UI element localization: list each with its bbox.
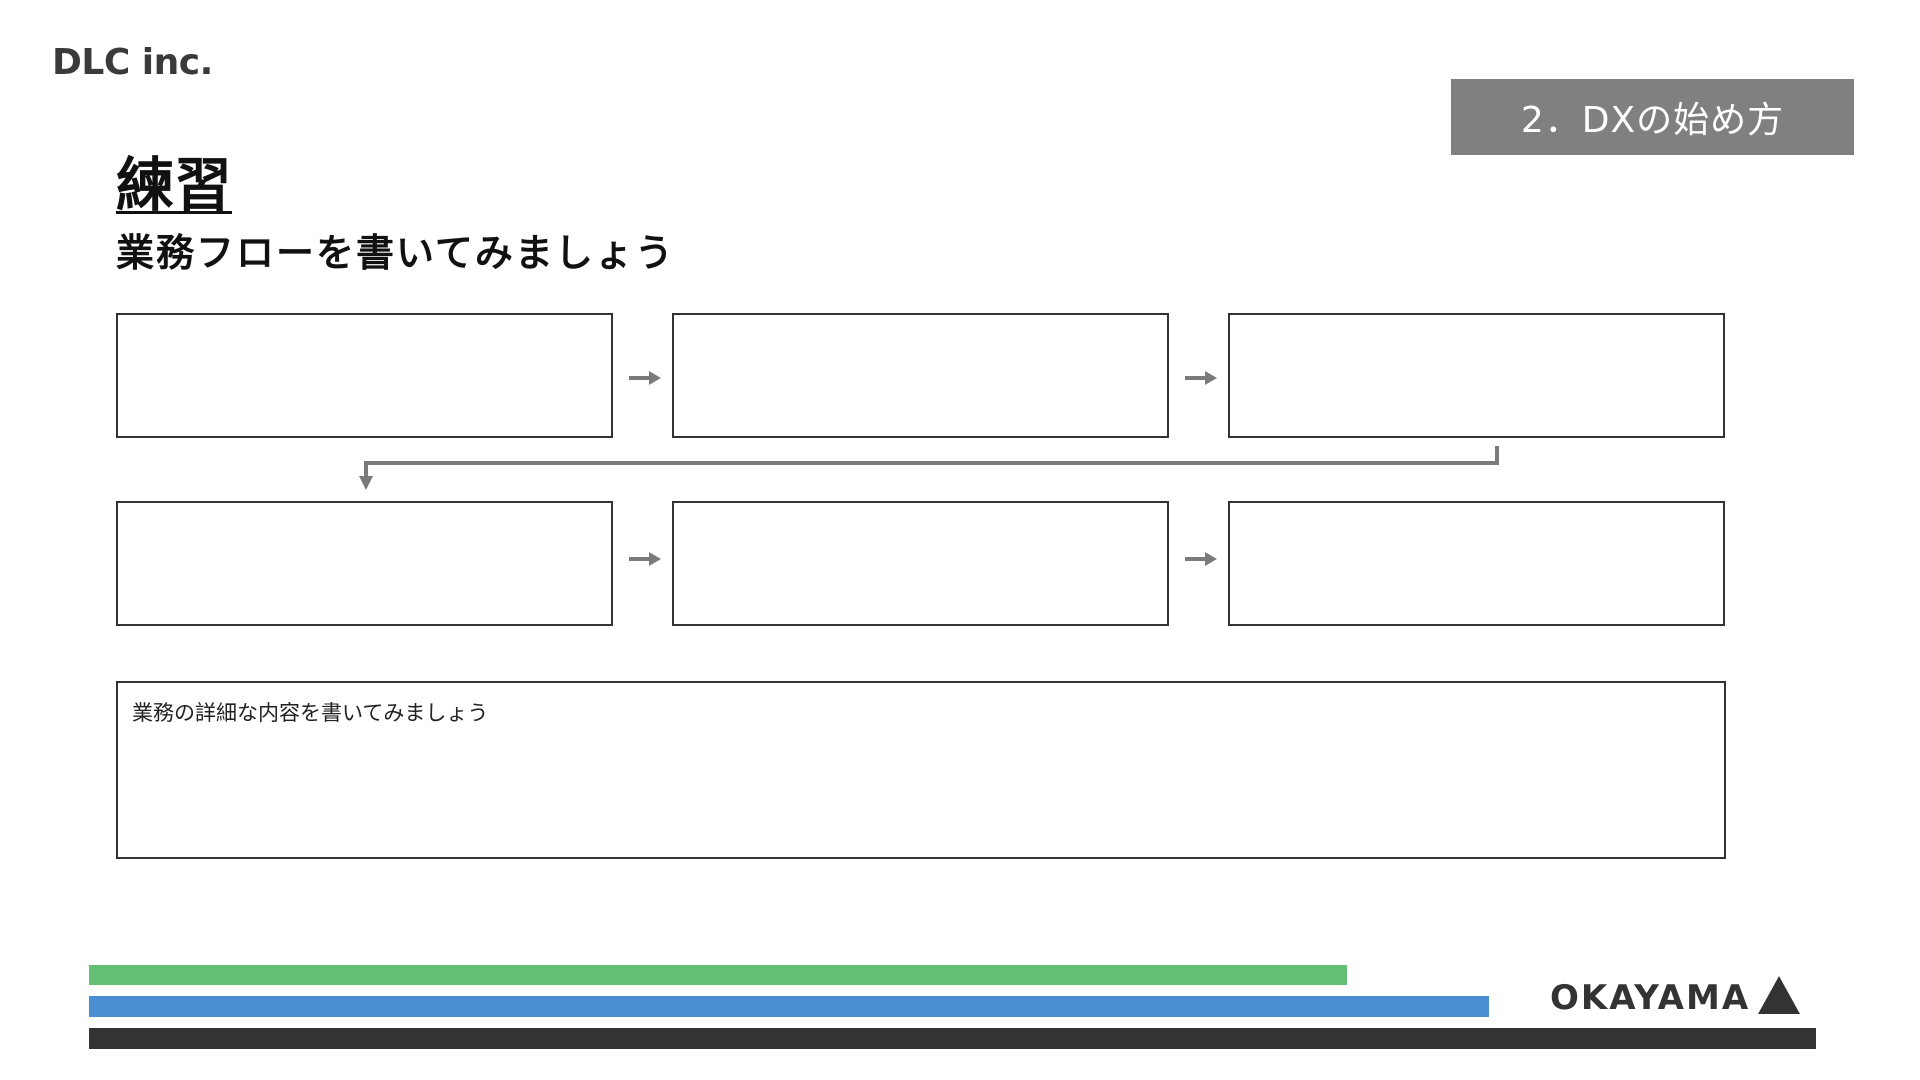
flow-step-3-box[interactable] bbox=[1228, 313, 1725, 438]
flow-step-1-box[interactable] bbox=[116, 313, 613, 438]
page-title: 練習 bbox=[116, 151, 233, 219]
flow-step-5-box[interactable] bbox=[672, 501, 1169, 626]
mountain-triangle-icon bbox=[1758, 976, 1800, 1014]
footer-bar-dark bbox=[89, 1028, 1816, 1049]
right-arrow-icon bbox=[629, 371, 661, 385]
footer-bar-green bbox=[89, 965, 1347, 985]
company-logo: DLC inc. bbox=[52, 42, 213, 83]
flow-step-4-box[interactable] bbox=[116, 501, 613, 626]
return-connector-arrow-icon bbox=[359, 446, 1499, 490]
flow-step-2-box[interactable] bbox=[672, 313, 1169, 438]
section-badge: 2．DXの始め方 bbox=[1451, 79, 1854, 155]
page-subtitle: 業務フローを書いてみましょう bbox=[116, 231, 675, 275]
footer-bar-blue bbox=[89, 996, 1489, 1017]
footer-brand-text: OKAYAMA bbox=[1550, 978, 1751, 1018]
detail-placeholder-text: 業務の詳細な内容を書いてみましょう bbox=[132, 701, 489, 725]
right-arrow-icon bbox=[1185, 552, 1217, 566]
right-arrow-icon bbox=[629, 552, 661, 566]
flow-step-6-box[interactable] bbox=[1228, 501, 1725, 626]
detail-text-box[interactable]: 業務の詳細な内容を書いてみましょう bbox=[116, 681, 1726, 859]
right-arrow-icon bbox=[1185, 371, 1217, 385]
